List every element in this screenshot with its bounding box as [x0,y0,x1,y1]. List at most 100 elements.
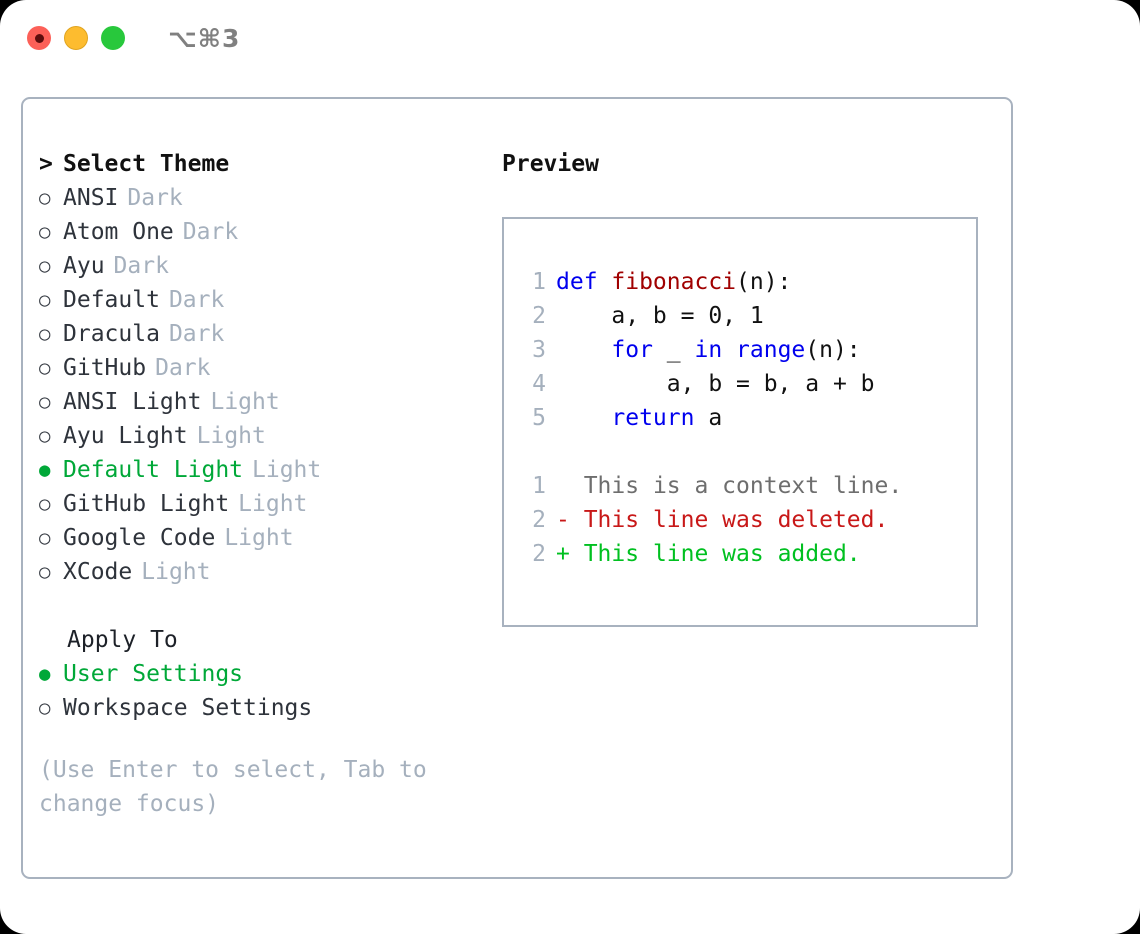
line-number: 3 [532,337,546,363]
theme-variant-tag: Light [238,491,308,517]
code-line: 1 def fibonacci(n): [516,265,976,299]
code-token: return [556,405,695,431]
radio-unselected-icon: ○ [39,391,51,413]
line-number: 4 [532,371,546,397]
theme-variant-tag: Light [210,389,280,415]
theme-option-label: Ayu Light [63,423,188,449]
caret-icon: > [39,151,53,177]
theme-variant-tag: Light [141,559,211,585]
theme-variant-tag: Dark [113,253,169,279]
radio-selected-icon: ● [39,459,51,481]
code-token: fibonacci [611,269,737,295]
diff-marker: + [556,541,570,567]
radio-unselected-icon: ○ [39,561,51,583]
theme-option-label: Google Code [63,525,216,551]
code-line: 5 return a [516,401,976,435]
minimize-button[interactable] [64,26,88,50]
code-token: (n): [736,269,792,295]
theme-option-label: GitHub Light [63,491,230,517]
code-diff-spacer [516,435,976,469]
code-token: _ [652,337,695,363]
select-theme-header: > Select Theme [39,147,469,181]
theme-option-ansi-light[interactable]: ○ ANSI Light Light [39,385,469,419]
theme-variant-tag: Dark [182,219,239,245]
theme-option-label: XCode [63,559,133,585]
code-token: in range [694,337,806,363]
line-number: 1 [532,269,546,295]
apply-to-option-user-settings[interactable]: ● User Settings [39,657,469,691]
code-token: (n): [805,337,861,363]
code-text: a, b = b, a + b [556,367,875,401]
code-text: return a [556,401,722,435]
radio-selected-icon: ● [39,663,51,685]
diff-line: 2 + This line was added. [516,537,976,571]
section-spacer [39,589,469,623]
theme-variant-tag: Light [196,423,266,449]
radio-unselected-icon: ○ [39,425,51,447]
theme-variant-tag: Light [252,457,322,483]
apply-to-option-label: User Settings [63,661,244,687]
line-number: 2 [532,507,546,533]
theme-option-label: Default Light [63,457,244,483]
apply-to-option-workspace-settings[interactable]: ○Workspace Settings [39,691,469,725]
apply-to-list: ● User Settings ○Workspace Settings [39,657,469,725]
theme-option-github[interactable]: ○ GitHub Dark [39,351,469,385]
line-number: 5 [532,405,546,431]
preview-title: Preview [502,151,599,177]
diff-marker: - [556,507,570,533]
theme-option-default[interactable]: ○ Default Dark [39,283,469,317]
radio-unselected-icon: ○ [39,187,51,209]
theme-option-ayu-light[interactable]: ○ Ayu Light Light [39,419,469,453]
code-line: 2 a, b = 0, 1 [516,299,976,333]
theme-option-label: Ayu [63,253,105,279]
theme-option-label: GitHub [63,355,147,381]
code-token: for [556,337,653,363]
theme-option-label: ANSI Light [63,389,202,415]
theme-option-label: Dracula [63,321,160,347]
diff-text: This line was added. [569,541,861,567]
keyboard-shortcut-label: ⌥⌘3 [168,24,241,53]
code-text: for _ in range(n): [556,333,861,367]
radio-unselected-icon: ○ [39,289,51,311]
maximize-button[interactable] [101,26,125,50]
theme-option-label: Atom One [63,219,174,245]
theme-option-xcode[interactable]: ○ XCode Light [39,555,469,589]
radio-unselected-icon: ○ [39,255,51,277]
diff-text: This line was deleted. [569,507,889,533]
theme-option-label: ANSI [63,185,119,211]
line-number: 2 [532,303,546,329]
theme-option-ayu[interactable]: ○ Ayu Dark [39,249,469,283]
theme-variant-tag: Dark [168,321,225,347]
close-button[interactable] [27,26,51,50]
radio-unselected-icon: ○ [39,357,51,379]
code-token: a [694,405,723,431]
code-line: 3 for _ in range(n): [516,333,976,367]
theme-option-github-light[interactable]: ○ GitHub Light Light [39,487,469,521]
title-bar: ⌥⌘3 [0,0,1140,78]
theme-option-atom-one[interactable]: ○ Atom One Dark [39,215,469,249]
radio-unselected-icon: ○ [39,221,51,243]
line-number: 2 [532,541,546,567]
keyboard-hint: (Use Enter to select, Tab to change focu… [39,757,441,817]
theme-variant-tag: Dark [155,355,211,381]
theme-option-label: Default [63,287,160,313]
theme-option-default-light[interactable]: ● Default Light Light [39,453,469,487]
code-token: def [556,269,612,295]
diff-sample: 1 This is a context line.2- This line wa… [516,469,976,571]
code-token: a, b = b, a + b [556,371,875,397]
radio-unselected-icon: ○ [39,527,51,549]
code-text: a, b = 0, 1 [556,299,763,333]
theme-variant-tag: Dark [168,287,225,313]
apply-to-option-label: Workspace Settings [63,695,313,721]
radio-unselected-icon: ○ [39,493,51,515]
line-number: 1 [532,473,546,499]
code-line: 4 a, b = b, a + b [516,367,976,401]
